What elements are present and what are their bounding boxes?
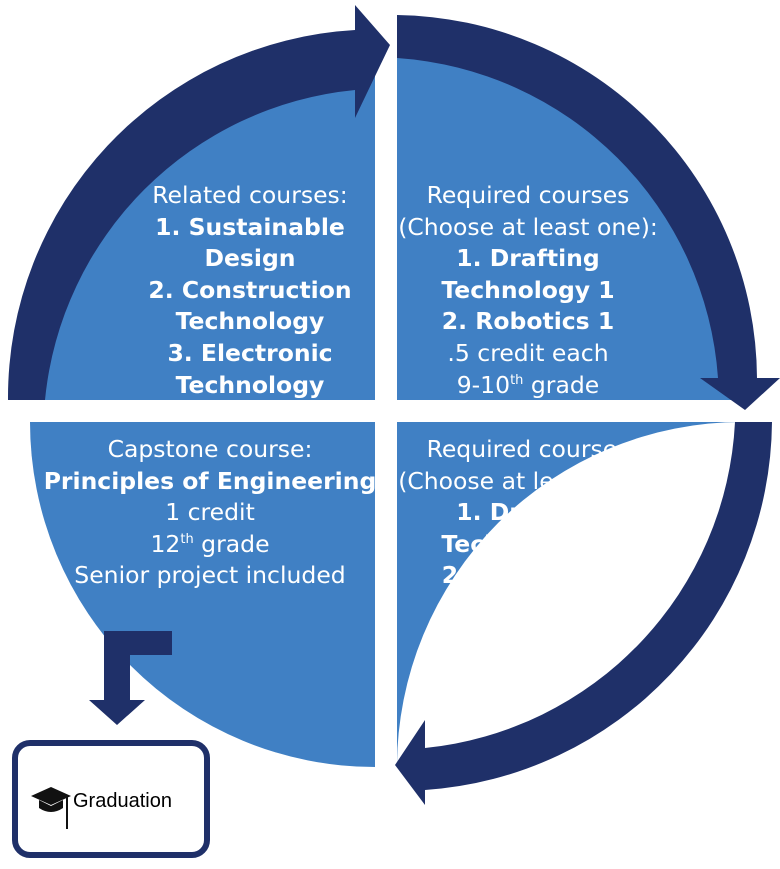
quadrant-line-text: (Choose at least one): xyxy=(398,212,658,241)
quadrant-line-text: .5 credit each xyxy=(447,592,609,621)
ordinal-suffix: th xyxy=(180,531,194,547)
quadrant-line-text: Technology 2 xyxy=(441,529,615,558)
quadrant-line-text: Technology xyxy=(175,307,325,336)
quadrant-line-text: 10-11 xyxy=(449,624,518,653)
quadrant-line: .5 credit each xyxy=(394,338,662,370)
quadrant-line: Technology xyxy=(120,370,380,402)
quadrant-line: Required courses xyxy=(394,180,662,212)
quadrant-line: 3. Electronic xyxy=(120,338,380,370)
quadrant-line: 9-10th grade xyxy=(394,370,662,402)
quadrant-line-text: Design xyxy=(204,244,296,273)
quadrant-line-text: 9-10 xyxy=(456,370,511,399)
quadrant-line: (Choose at least one): xyxy=(394,466,662,498)
cycle-arrow-top-left xyxy=(7,5,391,400)
quadrant-line-text: .5 credit each xyxy=(447,338,609,367)
quadrant-line-suffix: grade xyxy=(193,529,270,558)
graduation-cap-icon xyxy=(31,787,71,829)
quadrant-line-text: 2. Construction xyxy=(148,275,352,304)
quadrant-line-suffix: grade xyxy=(530,624,607,653)
quadrant-top-left-shape xyxy=(30,55,375,400)
required-courses-first-quadrant: Required courses (Choose at least one): 1.… xyxy=(394,180,662,401)
cycle-arrow-bottom-right xyxy=(395,422,772,805)
quadrant-line: .5 credit each xyxy=(394,592,662,624)
quadrant-line-text: 1. Drafting xyxy=(456,244,600,273)
quadrant-line: Related courses: xyxy=(120,180,380,212)
quadrant-line-text: Related courses: xyxy=(152,181,348,209)
quadrant-line-text: Capstone course: xyxy=(107,435,313,463)
quadrant-line: Required courses xyxy=(394,434,662,466)
quadrant-line: 1. Sustainable xyxy=(120,212,380,244)
quadrant-line: Design xyxy=(120,243,380,275)
quadrant-line-text: 12 xyxy=(150,529,181,558)
quadrant-line: 1. Drafting xyxy=(394,243,662,275)
cycle-arrow-top-right xyxy=(397,15,780,410)
quadrant-line-text: 1 credit xyxy=(165,498,255,527)
quadrant-line: 1. Drafting xyxy=(394,497,662,529)
quadrant-line: Technology 2 xyxy=(394,529,662,561)
quadrant-line: 10-11th grade xyxy=(394,624,662,656)
capstone-course-quadrant: Capstone course: Principles of Engineerin… xyxy=(40,434,380,592)
quadrant-line-text: 1. Drafting xyxy=(456,498,600,527)
quadrant-line: (Choose at least one): xyxy=(394,212,662,244)
ordinal-suffix: th xyxy=(510,372,524,388)
quadrant-bottom-left-shape xyxy=(30,422,375,767)
quadrant-line-text: 1. Sustainable xyxy=(155,212,345,241)
quadrant-line: Principles of Engineering xyxy=(40,466,380,498)
quadrant-line-text: Principles of Engineering xyxy=(43,466,377,495)
quadrant-line-text: Required courses xyxy=(426,181,630,209)
quadrant-line: 1 credit xyxy=(40,497,380,529)
quadrant-line: 2. Robotics 2 xyxy=(394,560,662,592)
quadrant-line: 2. Robotics 1 xyxy=(394,306,662,338)
quadrant-line-text: 2. Robotics 2 xyxy=(441,561,615,590)
graduation-label: Graduation xyxy=(73,790,172,812)
quadrant-bottom-right-shape xyxy=(397,422,742,767)
quadrant-line: Capstone course: xyxy=(40,434,380,466)
quadrant-line-text: 2. Robotics 1 xyxy=(441,307,615,336)
quadrant-line-text: Senior project included xyxy=(74,561,346,590)
quadrant-line: Technology 1 xyxy=(394,275,662,307)
quadrant-line-text: Required courses xyxy=(426,435,630,463)
quadrant-top-right-shape xyxy=(397,55,742,400)
required-courses-second-quadrant: Required courses (Choose at least one): 1.… xyxy=(394,434,662,655)
graduation-arrow xyxy=(89,631,172,725)
quadrant-line: Senior project included xyxy=(40,560,380,592)
quadrant-line-text: (Choose at least one): xyxy=(398,466,658,495)
quadrant-line-suffix: grade xyxy=(523,370,600,399)
quadrant-line: Technology xyxy=(120,306,380,338)
quadrant-line-text: Technology xyxy=(175,370,325,399)
ordinal-suffix: th xyxy=(517,626,531,642)
quadrant-line-text: Technology 1 xyxy=(441,275,615,304)
quadrant-line-text: 3. Electronic xyxy=(167,338,333,367)
quadrant-line: 2. Construction xyxy=(120,275,380,307)
quadrant-line: 12th grade xyxy=(40,529,380,561)
